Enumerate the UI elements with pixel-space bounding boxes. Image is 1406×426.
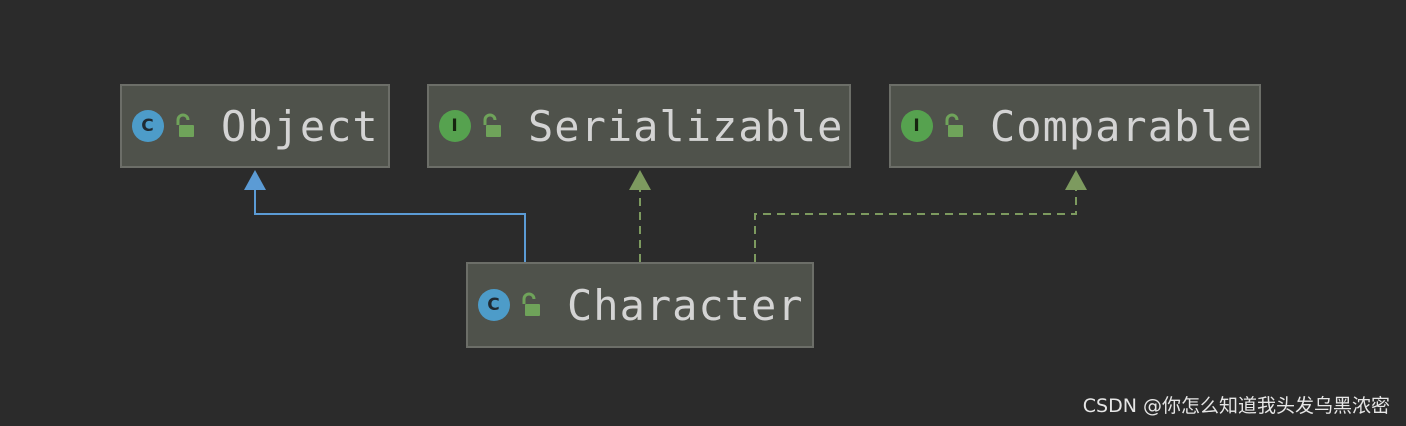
interface-icon: I xyxy=(901,110,933,142)
node-label: Comparable xyxy=(990,101,1253,151)
node-serializable[interactable]: I Serializable xyxy=(427,84,851,168)
node-object[interactable]: C Object xyxy=(120,84,390,168)
class-icon: C xyxy=(132,110,164,142)
class-icon: C xyxy=(478,289,510,321)
arrowhead-serializable xyxy=(629,170,651,190)
node-label: Character xyxy=(567,280,804,330)
arrowhead-object xyxy=(244,170,266,190)
edge-character-extends-object xyxy=(254,188,526,262)
node-comparable[interactable]: I Comparable xyxy=(889,84,1261,168)
interface-icon: I xyxy=(439,110,471,142)
node-label: Object xyxy=(221,101,379,151)
watermark: CSDN @你怎么知道我头发乌黑浓密 xyxy=(1082,395,1390,417)
unlocked-padlock-icon xyxy=(942,113,964,139)
arrowhead-comparable xyxy=(1065,170,1087,190)
unlocked-padlock-icon xyxy=(519,292,541,318)
node-character[interactable]: C Character xyxy=(466,262,814,348)
edge-character-implements-comparable xyxy=(754,190,1077,262)
node-label: Serializable xyxy=(528,101,844,151)
unlocked-padlock-icon xyxy=(480,113,502,139)
unlocked-padlock-icon xyxy=(173,113,195,139)
